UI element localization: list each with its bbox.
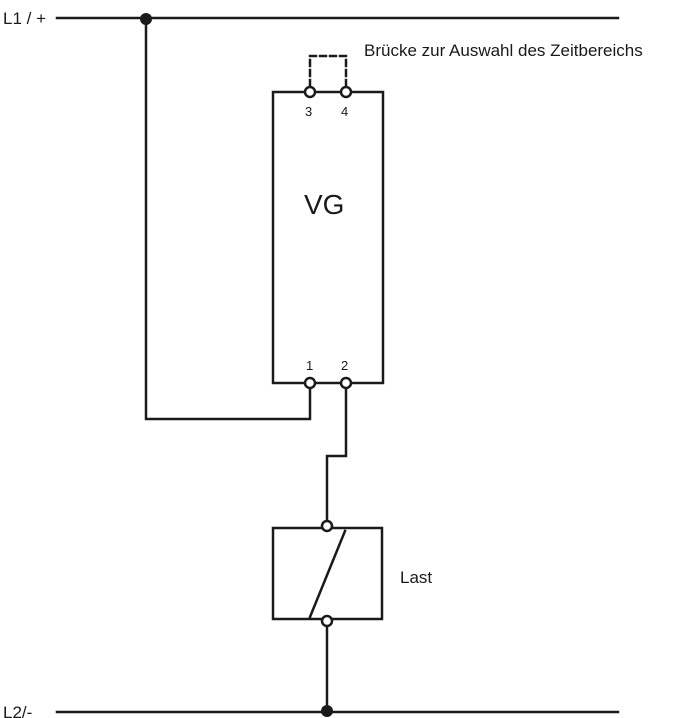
bridge-caption: Brücke zur Auswahl des Zeitbereichs [364,41,643,60]
junction-dot-bottom [321,705,333,717]
terminal-2-label: 2 [341,358,348,373]
load-label: Last [400,568,432,587]
bottom-rail-label: L2/- [3,703,32,718]
terminal-4-label: 4 [341,104,348,119]
top-rail-label: L1 / + [3,9,46,28]
terminal-4-circle [339,85,353,99]
load-terminal-top-circle [320,519,334,533]
wire-l1-to-terminal-1 [144,16,312,421]
bridge-dashed [308,54,348,88]
device-label: VG [304,189,344,220]
load-switch-diagonal [308,529,347,619]
terminal-2-circle [339,376,353,390]
terminal-3-circle [303,85,317,99]
load-terminal-bottom-circle [320,614,334,628]
terminal-3-label: 3 [305,104,312,119]
terminal-1-label: 1 [306,358,313,373]
junction-dot-top [140,13,152,25]
terminal-1-circle [303,376,317,390]
device-box [271,90,385,385]
wire-terminal-2-to-load [325,387,348,522]
